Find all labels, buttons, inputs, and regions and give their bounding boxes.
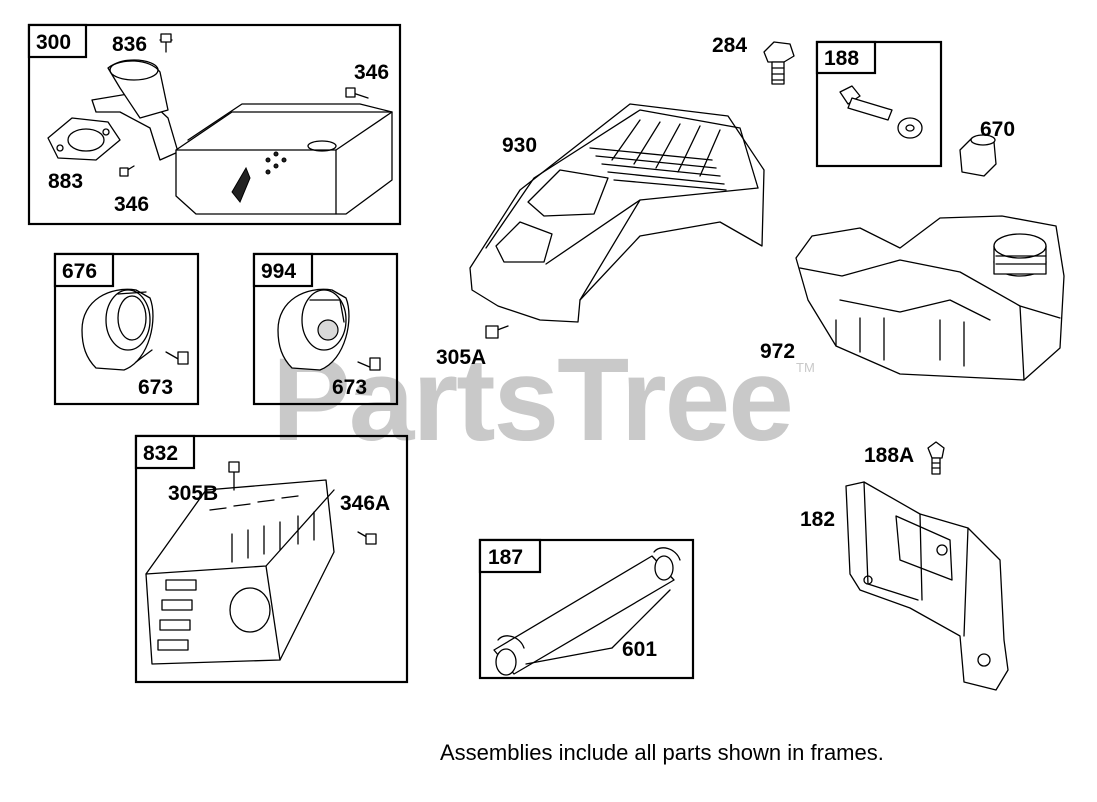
screw-188A-drawing <box>927 441 945 475</box>
part-label-346A: 346A <box>340 492 390 515</box>
assembly-frame-188[interactable]: 188 <box>815 40 943 168</box>
assembly-label-187: 187 <box>488 546 523 569</box>
watermark: PartsTree <box>272 334 792 466</box>
part-label-284: 284 <box>712 34 747 57</box>
part-label-883: 883 <box>48 170 83 193</box>
footer-note: Assemblies include all parts shown in fr… <box>440 740 884 765</box>
muffler-drawing <box>47 33 393 215</box>
fuel-tank-972-drawing <box>795 215 1065 381</box>
shroud-930-drawing <box>469 103 765 339</box>
assembly-label-832: 832 <box>143 442 178 465</box>
part-label-670: 670 <box>980 118 1015 141</box>
part-label-930: 930 <box>502 134 537 157</box>
part-label-346-bottom: 346 <box>114 193 149 216</box>
heat-shield-drawing <box>145 461 377 665</box>
part-label-305B: 305B <box>168 482 218 505</box>
assembly-frame-187[interactable]: 187 <box>478 538 695 680</box>
bracket-182-drawing <box>845 481 1009 691</box>
assembly-label-188: 188 <box>824 47 859 70</box>
part-label-188A: 188A <box>864 444 914 467</box>
assembly-frame-832[interactable]: 832 <box>134 434 409 684</box>
assembly-label-676: 676 <box>62 260 97 283</box>
guard-676-drawing <box>81 288 189 371</box>
part-label-305A: 305A <box>436 346 486 369</box>
part-label-673-b: 673 <box>332 376 367 399</box>
assembly-frame-300[interactable]: 300 <box>27 23 402 226</box>
assembly-frame-994[interactable]: 994 <box>252 252 399 406</box>
bolt-188-drawing <box>839 85 923 139</box>
part-label-182: 182 <box>800 508 835 531</box>
assembly-label-300: 300 <box>36 31 71 54</box>
hose-187-drawing <box>493 547 681 676</box>
part-label-972: 972 <box>760 340 795 363</box>
spacer-670-drawing <box>959 134 997 177</box>
assembly-frame-676[interactable]: 676 <box>53 252 200 406</box>
part-label-673-a: 673 <box>138 376 173 399</box>
screw-284-drawing <box>763 41 795 85</box>
assembly-label-994: 994 <box>261 260 296 283</box>
part-label-836: 836 <box>112 33 147 56</box>
part-label-346-top: 346 <box>354 61 389 84</box>
watermark-tm: TM <box>796 360 815 375</box>
part-label-601: 601 <box>622 638 657 661</box>
guard-994-drawing <box>277 288 381 371</box>
